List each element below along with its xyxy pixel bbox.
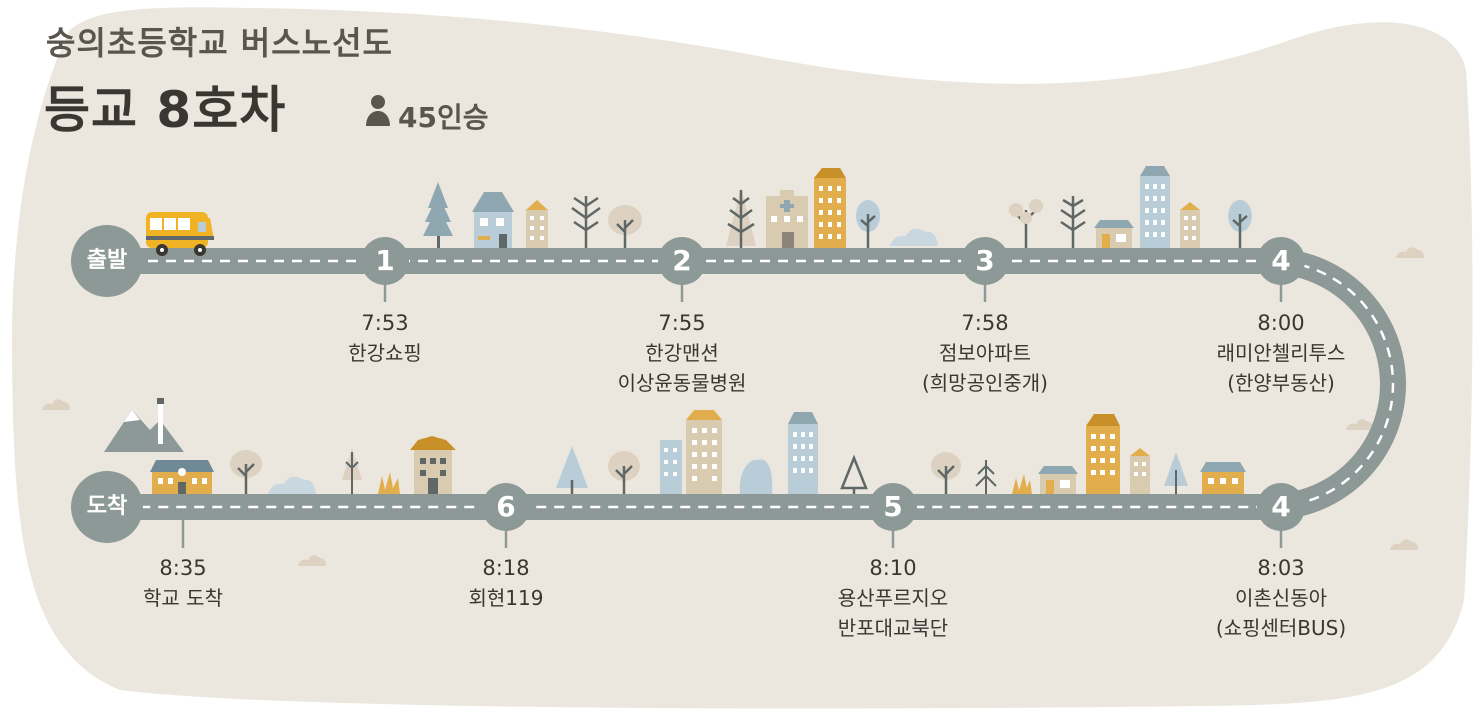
stop-number-5: 5 (883, 490, 903, 523)
station-building-icon (410, 436, 456, 494)
stop-name: 점보아파트 (939, 341, 1031, 365)
small-tree-icon (342, 448, 362, 494)
stop-marker-6 (482, 483, 530, 531)
tan-building-icon (526, 200, 548, 248)
bare-tree-icon (975, 460, 997, 494)
stop-number-2: 2 (672, 244, 692, 277)
start-label: 출발 (86, 248, 128, 273)
blue-house-icon (472, 192, 514, 248)
stop-leaders (181, 284, 1283, 548)
cloud-decoration (42, 228, 1424, 566)
blue-bush-icon (739, 459, 773, 494)
dark-pine-tree-icon (726, 188, 756, 248)
stop-number-4a: 4 (1271, 244, 1291, 277)
blue-pine-tree-icon (556, 446, 588, 494)
stop-marker-1 (361, 237, 409, 285)
tan-building-icon (1180, 202, 1200, 248)
route-subtitle: 숭의초등학교 버스노선도 (46, 24, 393, 62)
route-title: 등교 8호차 (44, 81, 287, 139)
stop-label-4a: 8:00 래미안첼리투스 (한양부동산) (1151, 308, 1411, 398)
stop-number-1: 1 (375, 244, 395, 277)
tan-building-icon (1130, 448, 1150, 494)
stop-label-2: 7:55 한강맨션 이상윤동물병원 (552, 308, 812, 398)
stop-marker-4b (1257, 483, 1305, 531)
stop-label-5: 8:10 용산푸르지오 반포대교북단 (763, 553, 1023, 643)
stop-label-4b: 8:03 이촌신동아 (쇼핑센터BUS) (1151, 553, 1411, 643)
shop-building-icon (1094, 220, 1134, 248)
stop-label-1: 7:53 한강쇼핑 (255, 308, 515, 368)
ochre-tower-icon (686, 410, 722, 494)
stop-number-3: 3 (975, 244, 995, 277)
arrival-time: 8:35 (159, 556, 207, 580)
stop-name: 한강맨션 (645, 341, 719, 365)
hospital-building-icon (766, 190, 808, 248)
stop-markers (71, 225, 1305, 543)
blue-tower-icon (1140, 166, 1170, 248)
stop-marker-3 (961, 237, 1009, 285)
stop-name: 래미안첼리투스 (1216, 341, 1346, 365)
stop-label-3: 7:58 점보아파트 (희망공인중개) (855, 308, 1115, 398)
round-tree-icon (608, 205, 642, 248)
round-tree-icon (230, 450, 262, 494)
round-tree-icon (931, 452, 961, 494)
grass-icon (378, 472, 400, 494)
stop-time: 8:03 (1257, 556, 1305, 580)
mountain-icon (104, 398, 184, 452)
school-building-icon (150, 460, 214, 494)
market-building-icon (1200, 462, 1246, 494)
capacity-label: 45인승 (398, 101, 489, 134)
blue-building-icon (660, 440, 682, 494)
background-blob (11, 7, 1473, 709)
stop-time: 7:58 (961, 311, 1009, 335)
arrival-label: 8:35 학교 도착 (53, 553, 313, 613)
start-marker (71, 225, 143, 297)
stop-name: 한강쇼핑 (348, 341, 422, 365)
end-label: 도착 (86, 494, 128, 519)
stop-number-6: 6 (496, 490, 516, 523)
stop-name-detail: (쇼핑센터BUS) (1215, 616, 1347, 640)
shop-building-icon (1038, 466, 1078, 494)
stop-time: 7:53 (361, 311, 409, 335)
bus-road (112, 248, 1406, 520)
stop-time: 8:18 (482, 556, 530, 580)
blue-round-tree-icon (856, 200, 880, 248)
stop-marker-5 (869, 483, 917, 531)
stop-label-6: 8:18 회현119 (376, 553, 636, 613)
stop-number-4b: 4 (1271, 490, 1291, 523)
bare-tree-icon (571, 196, 601, 248)
stop-time: 8:10 (869, 556, 917, 580)
grass-icon (1012, 474, 1032, 494)
outline-pine-tree-icon (840, 454, 868, 494)
capacity-badge: 45인승 (398, 96, 489, 136)
blue-tower-icon (788, 412, 818, 494)
end-marker (71, 471, 143, 543)
lollipop-trees-icon (1009, 199, 1043, 248)
stop-name: 용산푸르지오 (837, 586, 949, 610)
pine-tree-icon (423, 182, 453, 248)
blue-round-tree-icon (1228, 200, 1252, 248)
arrival-name: 학교 도착 (143, 586, 223, 610)
stop-name: 회현119 (468, 586, 544, 610)
ochre-tower-icon (1086, 414, 1120, 494)
blue-pine-tree-icon (1164, 452, 1188, 494)
stop-name-detail: (희망공인중개) (921, 371, 1048, 395)
stop-marker-4a (1257, 237, 1305, 285)
stop-name: 이촌신동아 (1235, 586, 1327, 610)
stop-name-detail: 반포대교북단 (837, 616, 949, 640)
stop-time: 7:55 (658, 311, 706, 335)
round-tree-icon (608, 451, 640, 494)
dark-pine-tree-icon (1060, 196, 1086, 248)
stop-marker-2 (658, 237, 706, 285)
person-icon (366, 95, 390, 126)
stop-time: 8:00 (1257, 311, 1305, 335)
stop-name-detail: 이상윤동물병원 (617, 371, 747, 395)
school-bus-icon (146, 212, 214, 256)
ochre-tower-icon (814, 168, 846, 248)
stop-name-detail: (한양부동산) (1227, 371, 1335, 395)
